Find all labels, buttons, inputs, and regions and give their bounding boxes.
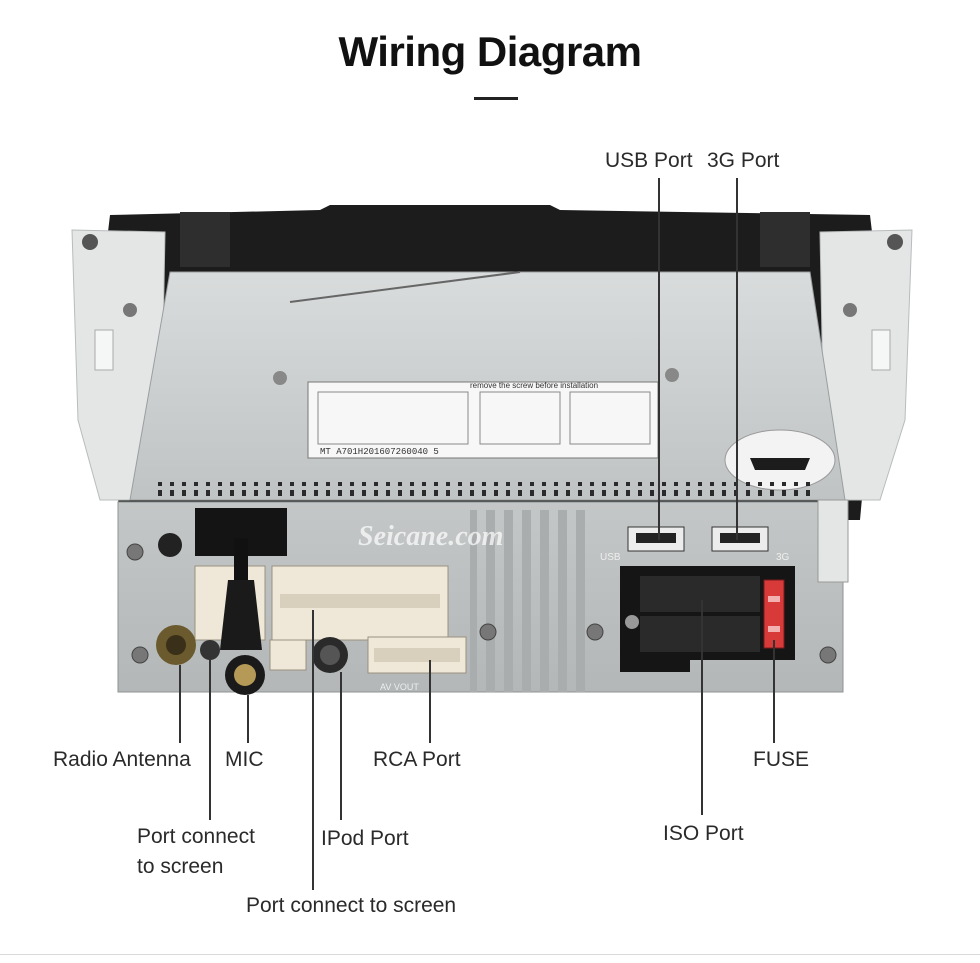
iso-connector — [620, 566, 795, 672]
3g-silkscreen: 3G — [776, 552, 790, 563]
screen-connector-main — [271, 565, 449, 641]
mic-cable — [195, 508, 287, 695]
label-iso-port: ISO Port — [663, 822, 744, 845]
label-rca-port: RCA Port — [373, 748, 461, 771]
label-port-connect-screen-2: Port connect to screen — [246, 894, 457, 917]
spec-sticker: MT A701H201607260040 5 remove the screw … — [307, 381, 659, 459]
watermark-text: Seicane.com — [358, 521, 503, 552]
3g-port — [711, 526, 769, 552]
sticker-heading-text: remove the screw before installation — [470, 381, 598, 390]
radio-antenna-socket — [156, 625, 196, 665]
label-port-connect-screen-line2: to screen — [137, 855, 224, 878]
label-mic: MIC — [225, 748, 264, 771]
fuse — [763, 579, 785, 649]
page-title: Wiring Diagram — [338, 28, 643, 75]
label-3g-port: 3G Port — [707, 149, 780, 172]
label-radio-antenna: Radio Antenna — [53, 748, 191, 771]
bottom-divider — [0, 954, 980, 955]
usb-silkscreen: USB — [600, 552, 621, 563]
right-mounting-bracket — [819, 229, 913, 501]
label-port-connect-screen-line1: Port connect — [137, 825, 255, 848]
rca-connector — [367, 636, 467, 674]
av-silkscreen: AV VOUT — [380, 682, 419, 692]
label-fuse: FUSE — [753, 748, 810, 771]
aux-connector — [269, 639, 307, 671]
label-usb-port: USB Port — [605, 149, 693, 172]
usb-port — [627, 526, 685, 552]
ipod-port — [312, 637, 348, 673]
title-underline — [474, 97, 518, 100]
label-ipod-port: IPod Port — [321, 827, 409, 850]
callout-lines — [179, 178, 775, 890]
sticker-serial-text: MT A701H201607260040 5 — [320, 447, 439, 457]
